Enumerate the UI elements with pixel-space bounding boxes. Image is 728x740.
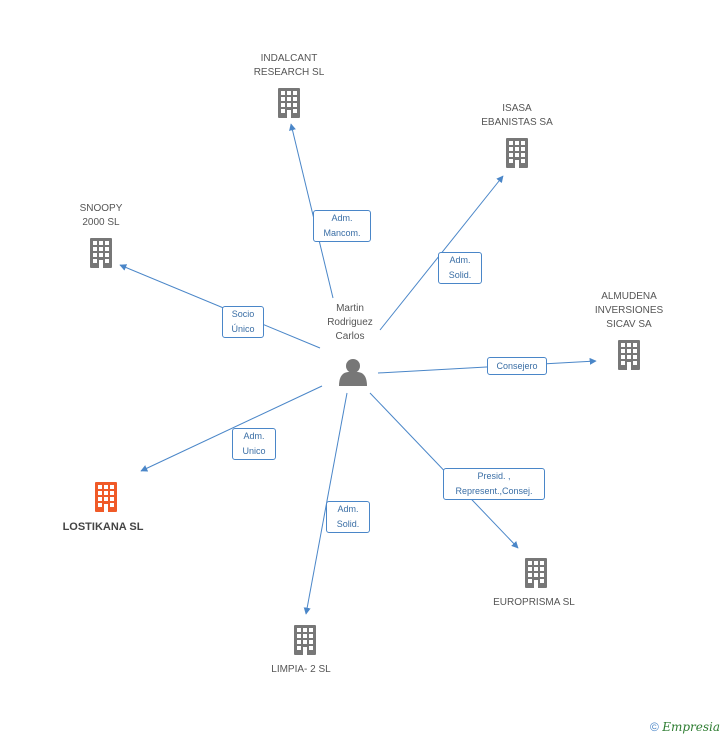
person-name-line: Rodriguez [327,317,373,328]
copyright-icon: © [650,720,659,734]
edge-label-indalcant[interactable]: Adm. Mancom. [313,210,371,242]
company-label-lostikana[interactable]: LOSTIKANA SL [43,520,163,534]
company-name-line: SICAV SA [606,319,652,330]
building-icon-lostikana[interactable] [95,482,117,512]
edge-label-lostikana[interactable]: Adm. Unico [232,428,276,460]
company-name-line: 2000 SL [82,217,120,228]
person-name-line: Martin [336,303,364,314]
edge-label-europrisma[interactable]: Presid. , Represent.,Consej. [443,468,545,500]
company-name-line: LOSTIKANA SL [62,521,144,533]
building-icon-indalcant[interactable] [278,88,300,118]
edge-label-line: Presid. , [477,471,511,481]
edge-lostikana [140,385,323,472]
edge-snoopy [119,264,321,349]
building-icon-isasa[interactable] [506,138,528,168]
edge-indalcant [289,123,334,299]
person-icon[interactable] [339,359,367,386]
edge-label-line: Unico [242,446,266,456]
building-icon-limpia[interactable] [294,625,316,655]
company-label-europrisma[interactable]: EUROPRISMA SL [474,596,594,610]
edge-label-almudena[interactable]: Consejero [487,357,547,375]
edge-label-isasa[interactable]: Adm. Solid. [438,252,482,284]
edge-label-line: Solid. [448,270,472,280]
edge-label-line: Adm. [331,213,353,223]
building-icon-europrisma[interactable] [525,558,547,588]
company-name-line: ALMUDENA [601,291,657,302]
edge-label-line: Mancom. [323,228,361,238]
building-icon-snoopy[interactable] [90,238,112,268]
empresia-watermark: © Empresia [650,720,720,734]
edge-label-limpia[interactable]: Adm. Solid. [326,501,370,533]
edge-label-line: Solid. [336,519,360,529]
company-label-snoopy[interactable]: SNOOPY 2000 SL [41,202,161,230]
company-label-isasa[interactable]: ISASA EBANISTAS SA [457,102,577,130]
company-name-line: INDALCANT [260,53,318,64]
edge-label-line: Adm. [337,504,359,514]
company-name-line: EUROPRISMA SL [493,597,575,608]
brand-name: Empresia [662,720,720,734]
edge-label-line: Único [231,324,255,334]
company-name-line: ISASA [502,103,532,114]
company-name-line: EBANISTAS SA [481,117,553,128]
company-label-limpia[interactable]: LIMPIA- 2 SL [241,663,361,677]
edge-label-line: Represent.,Consej. [455,486,533,496]
building-icon-almudena[interactable] [618,340,640,370]
company-name-line: INVERSIONES [594,305,664,316]
edge-label-line: Adm. [449,255,471,265]
company-label-indalcant[interactable]: INDALCANT RESEARCH SL [229,52,349,80]
company-name-line: LIMPIA- 2 SL [271,664,331,675]
company-label-almudena[interactable]: ALMUDENA INVERSIONES SICAV SA [569,290,689,332]
edge-label-line: Socio [231,309,255,319]
company-name-line: SNOOPY [79,203,123,214]
person-name-line: Carlos [335,331,365,342]
company-name-line: RESEARCH SL [253,67,325,78]
edge-label-line: Adm. [243,431,265,441]
edge-label-line: Consejero [496,361,538,371]
